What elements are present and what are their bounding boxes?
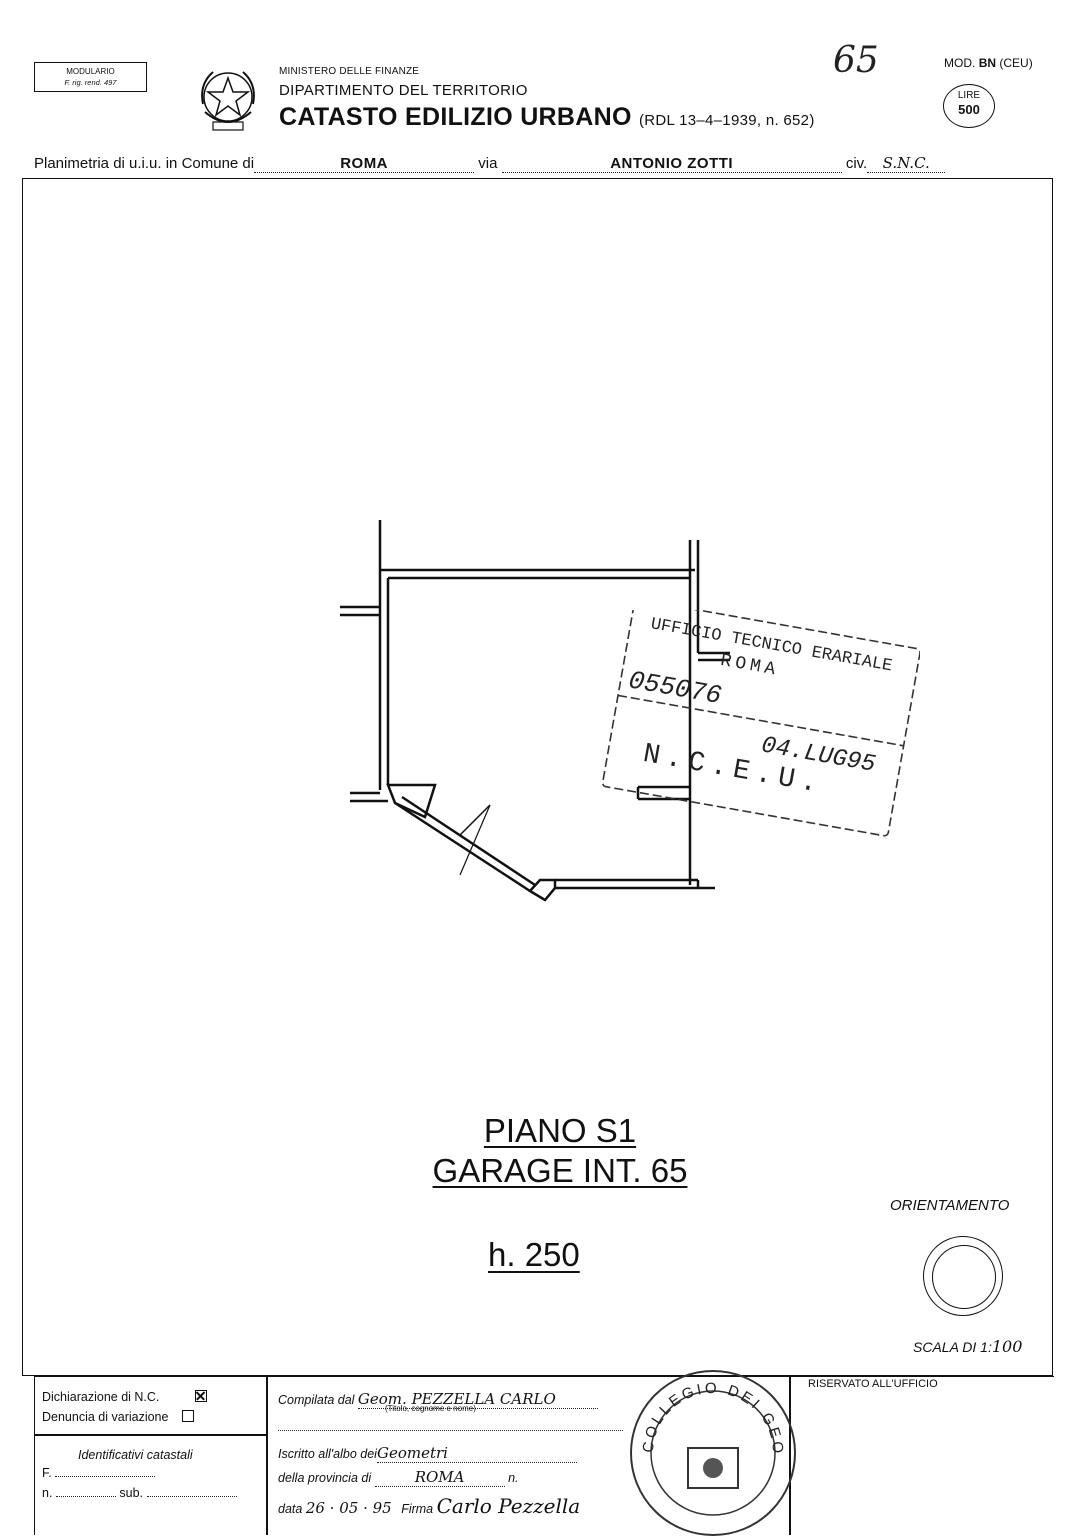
denuncia-checkbox[interactable]: [181, 1410, 194, 1422]
provincia-row: della provincia di ROMA n.: [278, 1468, 519, 1487]
provincia-label: della provincia di: [278, 1471, 372, 1485]
height-label: h. 250: [488, 1236, 580, 1273]
dichiarazione-label: Dichiarazione di N.C.: [42, 1390, 160, 1404]
scala-prefix: SCALA DI 1:: [913, 1339, 992, 1355]
mod-prefix: MOD.: [944, 56, 976, 70]
compilata-row: Compilata dal Geom. PEZZELLA CARLO: [278, 1390, 598, 1409]
stamp-number: 055076: [626, 665, 723, 711]
mod-code: MOD. BN (CEU): [944, 56, 1033, 70]
catasto-title: CATASTO EDILIZIO URBANO (RDL 13–4–1939, …: [279, 103, 815, 132]
compilata-value: Geom. PEZZELLA CARLO: [357, 1390, 556, 1408]
seal-text: COLLEGIO DEI GEOMETRI: [623, 1358, 783, 1457]
via-value: ANTONIO ZOTTI: [610, 155, 734, 172]
mod-suffix: (CEU): [999, 56, 1033, 70]
footer-box: [34, 1376, 1054, 1535]
via-field: ANTONIO ZOTTI: [501, 155, 842, 173]
compilata-field: Geom. PEZZELLA CARLO: [357, 1390, 598, 1409]
footer-divider-3: [34, 1434, 266, 1436]
drawing-title: PIANO S1 GARAGE INT. 65: [400, 1112, 720, 1190]
compilata-label: Compilata dal: [278, 1393, 355, 1407]
data-label: data: [278, 1502, 303, 1516]
f-row: F.: [42, 1466, 156, 1480]
denuncia-label: Denuncia di variazione: [42, 1410, 169, 1424]
data-firma-row: data 26 · 05 · 95 Firma Carlo Pezzella: [278, 1494, 580, 1518]
f-label: F.: [42, 1466, 52, 1480]
footer-divider-1: [266, 1376, 268, 1535]
data-value: 26 · 05 · 95: [305, 1499, 392, 1517]
planimetria-label: Planimetria di u.i.u. in Comune di: [34, 155, 255, 172]
provincia-field: ROMA: [374, 1468, 505, 1487]
compilata-line2: [278, 1430, 623, 1431]
n-label: n.: [42, 1486, 53, 1500]
civ-label: civ.: [845, 155, 868, 172]
n-field[interactable]: [55, 1496, 116, 1497]
civ-field: S.N.C.: [867, 154, 946, 173]
iscritto-field: Geometri: [376, 1444, 577, 1463]
sub-label: sub.: [119, 1486, 144, 1500]
civ-value: S.N.C.: [882, 154, 930, 172]
mod-bold: BN: [978, 56, 997, 70]
lire-badge: LIRE 500: [943, 84, 995, 128]
scala-label: SCALA DI 1:100: [913, 1337, 1022, 1356]
identificativi-label: Identificativi catastali: [78, 1448, 193, 1462]
firma-label: Firma: [401, 1502, 434, 1516]
provincia-value: ROMA: [414, 1468, 465, 1486]
catasto-name: CATASTO EDILIZIO URBANO: [279, 103, 632, 131]
iscritto-value: Geometri: [376, 1444, 448, 1462]
iscritto-label: Iscritto all'albo dei: [278, 1447, 377, 1461]
orientation-compass-icon: [923, 1236, 1003, 1316]
comune-field: ROMA: [254, 155, 475, 173]
modulario-box: MODULARIO F. rig. rend. 497: [34, 62, 147, 92]
n-label-2: n.: [508, 1471, 519, 1485]
rdl-reference: (RDL 13–4–1939, n. 652): [638, 112, 815, 129]
piano-label: PIANO S1: [483, 1112, 637, 1149]
svg-text:COLLEGIO DEI GEOMETRI: COLLEGIO DEI GEOMETRI: [623, 1358, 786, 1457]
riservato-label: RISERVATO ALL'UFFICIO: [808, 1378, 938, 1390]
ministero-label: MINISTERO DELLE FINANZE: [279, 66, 420, 77]
collegio-seal: COLLEGIO DEI GEOMETRI: [623, 1358, 796, 1536]
sub-field[interactable]: [146, 1496, 237, 1497]
firma-value: Carlo Pezzella: [436, 1494, 581, 1518]
lire-value: 500: [958, 102, 980, 117]
ufficio-stamp: UFFICIO TECNICO ERARIALE ROMA 055076 04.…: [601, 610, 920, 837]
n-sub-row: n. sub.: [42, 1486, 237, 1500]
floor-plan: [340, 520, 730, 902]
dichiarazione-checkbox[interactable]: [194, 1390, 207, 1402]
denuncia-row: Denuncia di variazione: [42, 1410, 194, 1424]
compass-inner-ring: [932, 1245, 996, 1309]
footer-divider-2: [789, 1376, 791, 1535]
comune-value: ROMA: [340, 155, 389, 172]
iscritto-row: Iscritto all'albo deiGeometri: [278, 1444, 577, 1463]
modulario-label: MODULARIO: [66, 67, 115, 76]
f-field[interactable]: [55, 1476, 156, 1477]
planimetria-line: Planimetria di u.i.u. in Comune di ROMA v…: [34, 154, 1054, 173]
republic-emblem-icon: [201, 71, 255, 131]
dipartimento-label: DIPARTIMENTO DEL TERRITORIO: [279, 82, 528, 99]
titolo-hint: (Titolo, cognome e nome): [385, 1404, 476, 1413]
dichiarazione-row: Dichiarazione di N.C.: [42, 1390, 207, 1404]
lire-label: LIRE: [957, 90, 981, 101]
orientamento-label: ORIENTAMENTO: [890, 1197, 1010, 1214]
drawing-frame: [22, 178, 1053, 1376]
via-label: via: [478, 155, 498, 172]
scala-value: 100: [991, 1337, 1023, 1356]
modulario-code: F. rig. rend. 497: [64, 78, 117, 87]
garage-label: GARAGE INT. 65: [432, 1152, 688, 1189]
handwritten-number: 65: [833, 40, 879, 81]
